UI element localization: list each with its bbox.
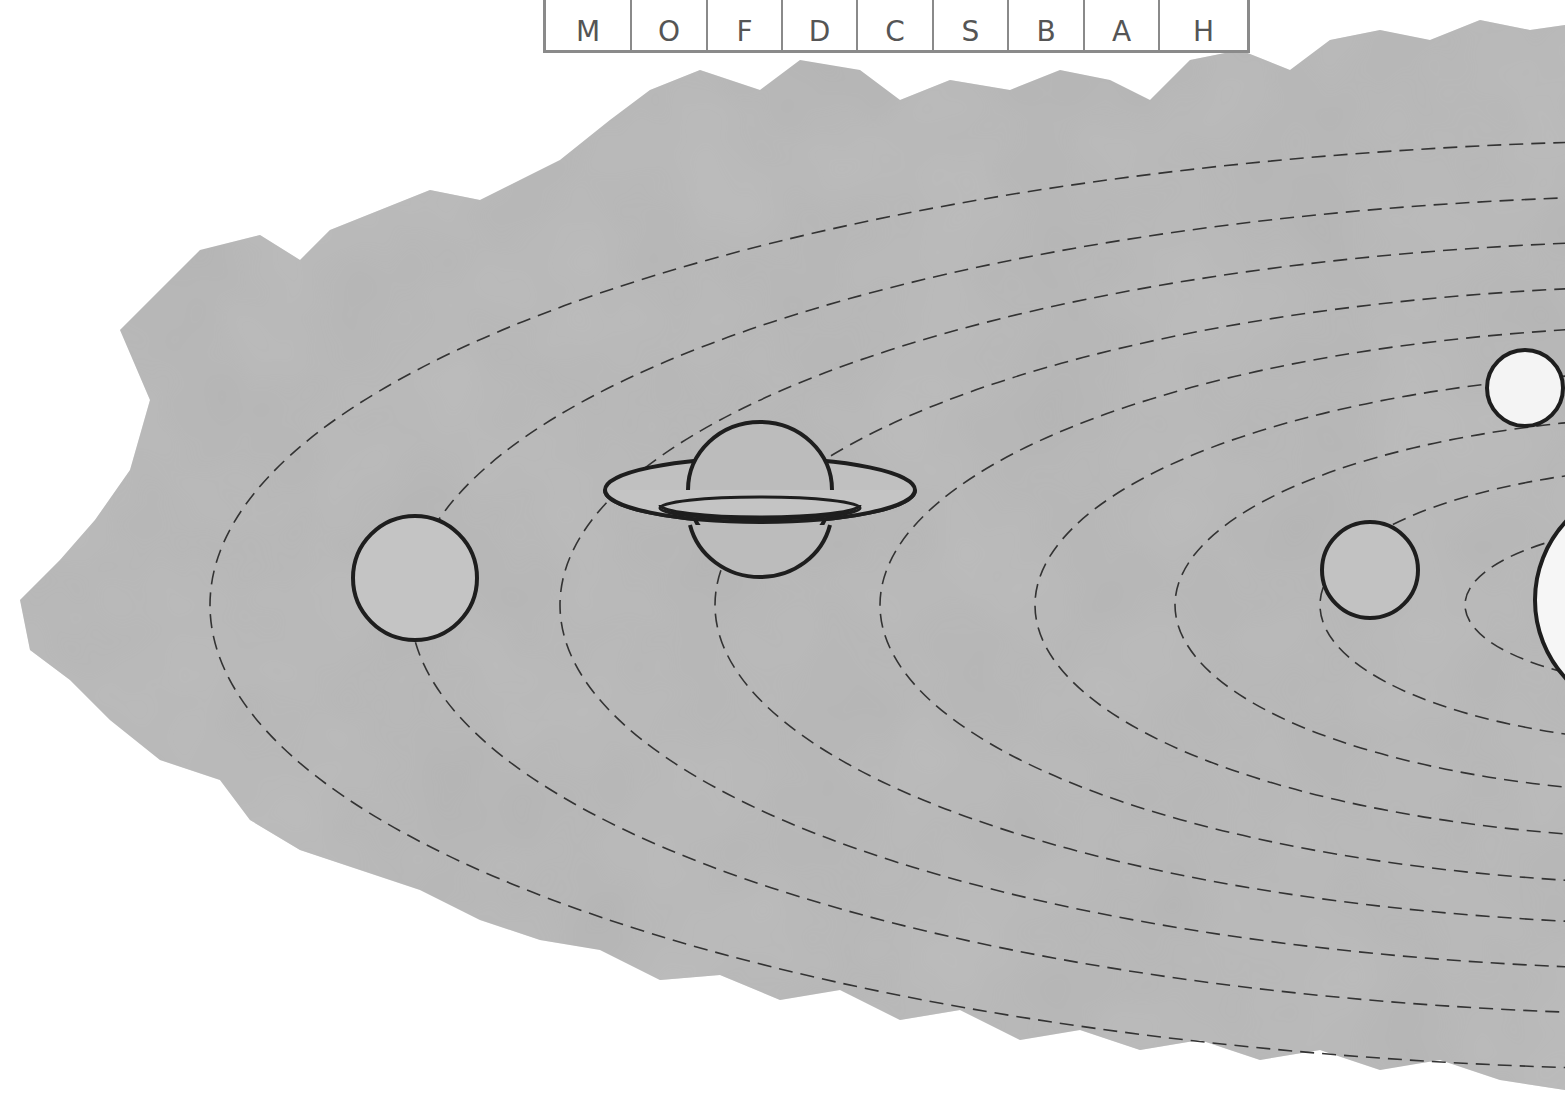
letter-cell: M — [546, 0, 630, 50]
letter-cell: C — [856, 0, 932, 50]
grey-cloud — [20, 20, 1565, 1090]
letter-cell: F — [706, 0, 781, 50]
letter-cell: D — [781, 0, 856, 50]
letter-cell: S — [932, 0, 1007, 50]
letter-cell: B — [1007, 0, 1083, 50]
letter-cell: H — [1158, 0, 1247, 50]
orbit-lines — [210, 140, 1565, 1070]
planets — [353, 350, 1565, 715]
letter-cell: A — [1083, 0, 1158, 50]
letter-cell: O — [630, 0, 706, 50]
letter-strip: MOFDCSBAH — [543, 0, 1250, 53]
